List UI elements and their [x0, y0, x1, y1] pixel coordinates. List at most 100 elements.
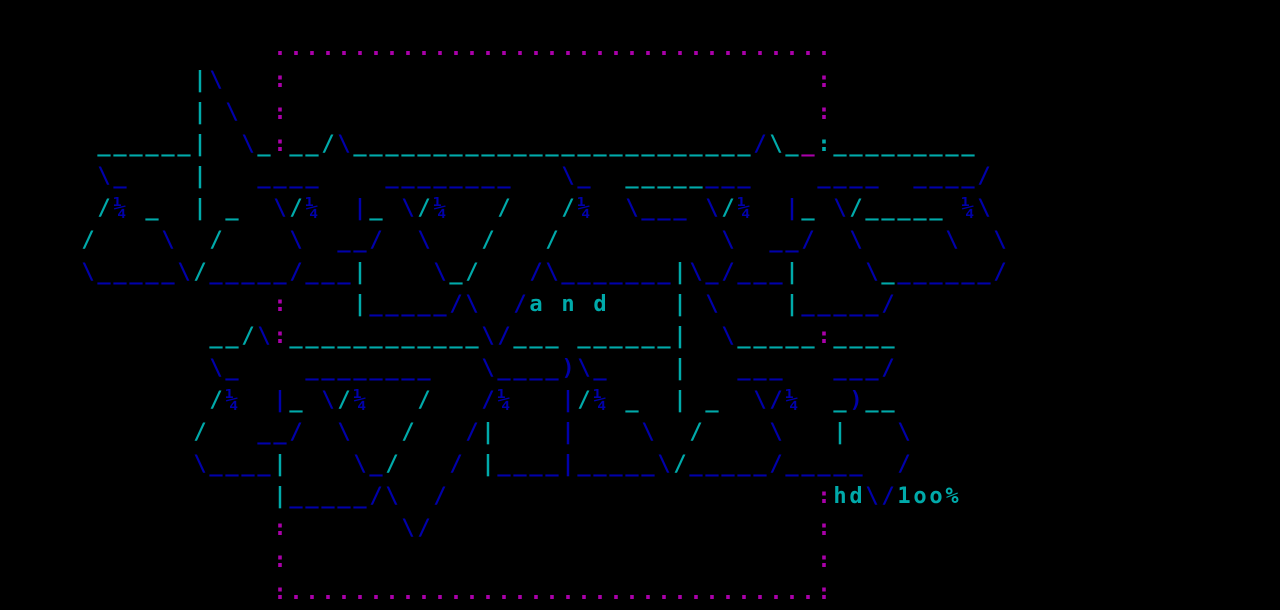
blank-cell	[144, 288, 160, 320]
art-glyph: /	[385, 452, 399, 477]
blank-cell	[240, 288, 256, 320]
art-glyph: :	[273, 100, 287, 125]
blank-cell	[192, 512, 208, 544]
blank-cell	[848, 256, 864, 288]
blank-cell	[416, 448, 432, 480]
art-glyph: :	[817, 484, 831, 509]
art-glyph: _	[209, 324, 223, 349]
blank-cell	[48, 96, 64, 128]
art-glyph: |	[481, 420, 495, 445]
blank-cell	[80, 576, 96, 608]
blank-cell	[128, 576, 144, 608]
blank-cell	[272, 224, 288, 256]
art-glyph: _	[161, 260, 175, 285]
art-row: |\ : :	[0, 64, 1280, 96]
blank-cell	[608, 64, 624, 96]
blank-cell	[32, 512, 48, 544]
art-glyph: .	[561, 580, 575, 605]
blank-cell	[48, 192, 64, 224]
blank-cell	[816, 224, 832, 256]
blank-cell	[80, 160, 96, 192]
blank-cell	[864, 416, 880, 448]
art-row: :.................................:	[0, 576, 1280, 608]
blank-cell	[544, 384, 560, 416]
blank-cell	[512, 96, 528, 128]
art-glyph: _	[449, 260, 463, 285]
blank-cell	[944, 192, 960, 224]
blank-cell	[112, 224, 128, 256]
blank-cell	[784, 64, 800, 96]
art-glyph: _	[417, 164, 431, 189]
blank-cell	[144, 544, 160, 576]
art-glyph: _	[273, 164, 287, 189]
blank-cell	[288, 544, 304, 576]
art-glyph: _	[961, 132, 975, 157]
blank-cell	[592, 192, 608, 224]
art-glyph: _	[961, 164, 975, 189]
blank-cell	[144, 512, 160, 544]
blank-cell	[608, 192, 624, 224]
art-glyph: .	[497, 36, 511, 61]
art-glyph: _	[561, 260, 575, 285]
art-glyph: /	[497, 196, 511, 221]
blank-cell	[704, 320, 720, 352]
blank-cell	[48, 320, 64, 352]
blank-cell	[336, 448, 352, 480]
blank-cell	[64, 352, 80, 384]
art-glyph: .	[497, 580, 511, 605]
art-glyph: \	[433, 260, 447, 285]
blank-cell	[0, 576, 16, 608]
blank-cell	[752, 544, 768, 576]
art-glyph: \	[209, 68, 223, 93]
art-glyph: \	[481, 324, 495, 349]
blank-cell	[32, 576, 48, 608]
blank-cell	[16, 160, 32, 192]
art-glyph: ¼	[593, 388, 607, 413]
blank-cell	[736, 480, 752, 512]
blank-cell	[352, 160, 368, 192]
blank-cell	[528, 64, 544, 96]
blank-cell	[512, 192, 528, 224]
art-glyph: _	[753, 452, 767, 477]
art-glyph: _	[833, 452, 847, 477]
blank-cell	[432, 416, 448, 448]
blank-cell	[112, 480, 128, 512]
blank-cell	[800, 160, 816, 192]
blank-cell	[16, 64, 32, 96]
blank-cell	[672, 224, 688, 256]
art-glyph: ¼	[497, 388, 511, 413]
blank-cell	[672, 416, 688, 448]
blank-cell	[800, 384, 816, 416]
blank-cell	[224, 160, 240, 192]
blank-cell	[624, 352, 640, 384]
blank-cell	[256, 384, 272, 416]
blank-cell	[96, 288, 112, 320]
art-glyph: _	[257, 420, 271, 445]
art-glyph: _	[817, 164, 831, 189]
art-glyph: .	[705, 36, 719, 61]
blank-cell	[528, 512, 544, 544]
blank-cell	[688, 192, 704, 224]
blank-cell	[496, 224, 512, 256]
art-glyph: \	[849, 228, 863, 253]
art-glyph: _	[577, 324, 591, 349]
blank-cell	[288, 96, 304, 128]
blank-cell	[64, 576, 80, 608]
art-glyph: _	[497, 452, 511, 477]
blank-cell	[256, 288, 272, 320]
art-glyph: _	[465, 164, 479, 189]
art-glyph: _	[913, 260, 927, 285]
blank-cell	[624, 96, 640, 128]
art-glyph: _	[849, 356, 863, 381]
art-glyph: _	[673, 164, 687, 189]
art-glyph: _	[337, 484, 351, 509]
blank-cell	[16, 128, 32, 160]
blank-cell	[128, 512, 144, 544]
blank-cell	[608, 480, 624, 512]
blank-cell	[304, 544, 320, 576]
blank-cell	[768, 192, 784, 224]
blank-cell	[96, 480, 112, 512]
blank-cell	[352, 512, 368, 544]
art-glyph: _	[337, 356, 351, 381]
